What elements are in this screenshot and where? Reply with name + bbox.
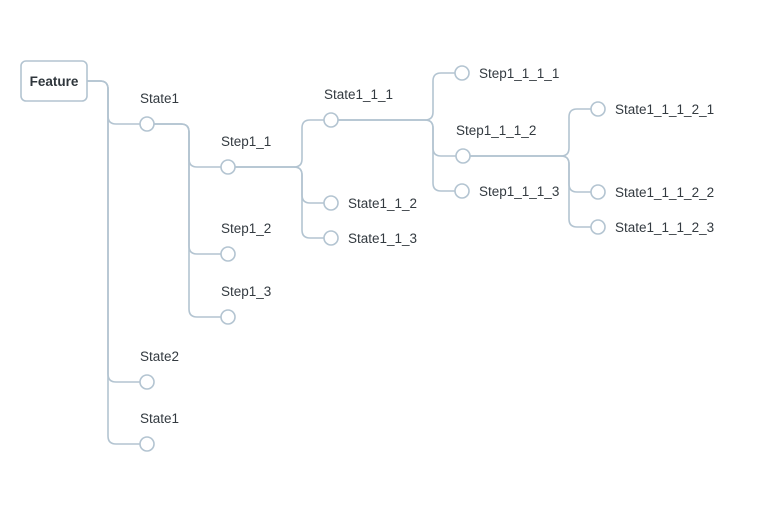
- node-label: Step1_1: [221, 134, 271, 149]
- node-label: Step1_1_1_2: [456, 123, 536, 138]
- tree-node-state1-1-3[interactable]: State1_1_3: [323, 230, 417, 246]
- edge-n-state1-1-1: [235, 119, 324, 168]
- root-label: Feature: [30, 74, 79, 89]
- node-circle[interactable]: [455, 148, 471, 164]
- tree-node-state2[interactable]: State2: [139, 349, 179, 390]
- node-label: State1: [140, 91, 179, 106]
- root-node-feature[interactable]: Feature: [20, 60, 88, 102]
- edge-n-step1-3: [154, 123, 221, 318]
- edge-n-step1-1-1-3: [338, 119, 455, 192]
- node-label: State1_1_2: [348, 196, 417, 211]
- tree-node-step1-3[interactable]: Step1_3: [220, 284, 271, 325]
- node-circle[interactable]: [590, 184, 606, 200]
- tree-node-step1-1-1-1[interactable]: Step1_1_1_1: [454, 65, 559, 81]
- tree-node-step1-1[interactable]: Step1_1: [220, 134, 271, 175]
- edge-n-state1-1-1-2-1: [470, 108, 591, 157]
- node-label: Step1_1_1_1: [479, 66, 559, 81]
- tree-node-state1-b[interactable]: State1: [139, 411, 179, 452]
- node-circle[interactable]: [454, 65, 470, 81]
- node-label: State2: [140, 349, 179, 364]
- node-circle[interactable]: [454, 183, 470, 199]
- node-circle[interactable]: [139, 436, 155, 452]
- node-label: State1_1_1_2_3: [615, 220, 714, 235]
- node-circle[interactable]: [139, 116, 155, 132]
- node-label: Step1_1_1_3: [479, 184, 559, 199]
- edge-n-step1-1: [154, 123, 221, 168]
- node-label: State1_1_1_2_1: [615, 102, 714, 117]
- node-circle[interactable]: [220, 309, 236, 325]
- tree-nodes: State1Step1_1State1_1_1Step1_1_1_1Step1_…: [139, 65, 714, 452]
- node-circle[interactable]: [220, 159, 236, 175]
- edge-n-state1-b: [87, 80, 140, 445]
- edge-n-step1-1-1-1: [338, 72, 455, 121]
- tree-node-state1-1-1-2-3[interactable]: State1_1_1_2_3: [590, 219, 714, 235]
- tree-node-state1-1-1-2-1[interactable]: State1_1_1_2_1: [590, 101, 714, 117]
- node-circle[interactable]: [323, 230, 339, 246]
- edge-n-state1-1-1-2-3: [470, 155, 591, 228]
- edge-n-state1-1-2: [235, 166, 324, 204]
- tree-edges: [87, 72, 591, 445]
- node-label: Step1_2: [221, 221, 271, 236]
- edge-n-step1-2: [154, 123, 221, 255]
- node-label: State1_1_1_2_2: [615, 185, 714, 200]
- tree-node-state1-1-1[interactable]: State1_1_1: [323, 87, 393, 128]
- tree-node-step1-2[interactable]: Step1_2: [220, 221, 271, 262]
- tree-node-state1-1-1-2-2[interactable]: State1_1_1_2_2: [590, 184, 714, 200]
- node-label: Step1_3: [221, 284, 271, 299]
- node-circle[interactable]: [590, 101, 606, 117]
- edge-n-state2: [87, 80, 140, 383]
- edge-n-state1: [87, 80, 140, 125]
- node-circle[interactable]: [323, 112, 339, 128]
- tree-node-state1-1-2[interactable]: State1_1_2: [323, 195, 417, 211]
- node-circle[interactable]: [139, 374, 155, 390]
- root-box[interactable]: [20, 60, 88, 102]
- node-circle[interactable]: [220, 246, 236, 262]
- edge-n-state1-1-3: [235, 166, 324, 239]
- tree-node-step1-1-1-2[interactable]: Step1_1_1_2: [455, 123, 536, 164]
- node-circle[interactable]: [323, 195, 339, 211]
- node-label: State1_1_1: [324, 87, 393, 102]
- node-label: State1: [140, 411, 179, 426]
- node-label: State1_1_3: [348, 231, 417, 246]
- node-circle[interactable]: [590, 219, 606, 235]
- tree-node-state1[interactable]: State1: [139, 91, 179, 132]
- tree-node-step1-1-1-3[interactable]: Step1_1_1_3: [454, 183, 559, 199]
- edge-n-step1-1-1-2: [338, 119, 456, 157]
